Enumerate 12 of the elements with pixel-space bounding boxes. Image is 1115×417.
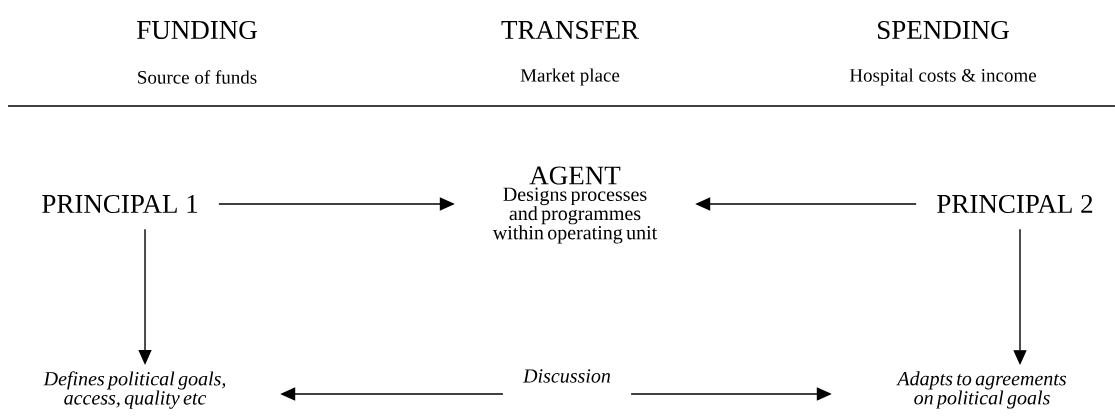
column-heading: FUNDING bbox=[137, 20, 257, 40]
principal-label: PRINCIPAL 2 bbox=[937, 194, 1093, 214]
goal-text: Defines political goals, access, quality etc bbox=[43, 371, 226, 409]
column-heading: SPENDING bbox=[878, 20, 1009, 40]
column-subheading: Hospital costs & income bbox=[849, 68, 1037, 86]
column-subheading: Source of funds bbox=[138, 70, 257, 84]
discussion-label: Discussion bbox=[522, 369, 611, 383]
agent-text: AGENT Designs processes and programmes within operating unit bbox=[492, 166, 658, 244]
goal-text: Adapts to agreements on political goals bbox=[896, 371, 1067, 409]
column-subheading: Market place bbox=[520, 68, 620, 86]
column-heading: TRANSFER bbox=[501, 20, 639, 40]
principal-label: PRINCIPAL 1 bbox=[42, 194, 198, 214]
